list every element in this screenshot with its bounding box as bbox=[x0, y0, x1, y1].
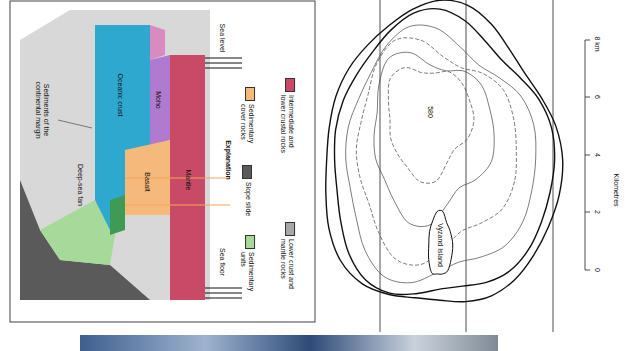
scale-number: 4 bbox=[593, 153, 601, 157]
scale-number: 6 bbox=[593, 95, 601, 99]
legend-title: Explanation bbox=[224, 140, 232, 180]
contour-line bbox=[334, 9, 554, 295]
legend-swatch bbox=[242, 165, 252, 179]
scale-number: 0 bbox=[593, 268, 601, 272]
island-outline bbox=[428, 210, 452, 274]
map-grid bbox=[380, 0, 553, 332]
legend-swatch bbox=[285, 78, 295, 92]
contour-line bbox=[388, 67, 474, 183]
legend-text: Sedimentary units bbox=[239, 252, 255, 305]
legend-text: Intermediate and lower crustal rocks bbox=[279, 95, 295, 158]
depth-label: 580 bbox=[426, 106, 434, 118]
unit-label: Sea floor bbox=[218, 248, 226, 276]
scale-number: 8 km bbox=[593, 36, 601, 51]
legend-item: Lower crust and mantle rocks bbox=[279, 222, 295, 302]
unit-label: Sediments of the continental margin bbox=[34, 75, 50, 145]
legend-text: Lower crust and mantle rocks bbox=[279, 239, 295, 302]
unit-label: Oceanic crust bbox=[116, 74, 124, 117]
place-name: Vyzand Island bbox=[436, 223, 444, 267]
legend-item: Intermediate and lower crustal rocks bbox=[279, 78, 295, 158]
legend-item: Sedimentary cover rocks bbox=[239, 87, 255, 157]
scale-unit: Kilometres bbox=[612, 173, 620, 206]
legend-swatch bbox=[245, 235, 255, 249]
panel-frame bbox=[10, 1, 315, 322]
legend-text: Slope slide bbox=[244, 182, 252, 235]
scale-number: 2 bbox=[593, 210, 601, 214]
legend-item: Sedimentary units bbox=[239, 235, 255, 305]
photo-strip bbox=[80, 335, 498, 351]
scale-bar bbox=[585, 40, 590, 270]
unit-label: Basalt bbox=[143, 172, 151, 191]
unit-label: Sea level bbox=[218, 24, 226, 53]
unit-label: Mantle bbox=[184, 169, 192, 190]
legend-swatch bbox=[245, 87, 255, 101]
cross-section bbox=[20, 10, 242, 300]
contour-line bbox=[326, 0, 563, 302]
legend-swatch bbox=[285, 222, 295, 236]
unit-label: Moho bbox=[154, 91, 162, 109]
legend-text: Sedimentary cover rocks bbox=[239, 104, 255, 157]
bathymetric-contours bbox=[326, 0, 563, 302]
contour-line bbox=[374, 52, 494, 226]
unit-label: Deep-sea fan bbox=[76, 164, 84, 206]
legend-item: Slope slide bbox=[242, 165, 252, 235]
contour-line bbox=[346, 25, 536, 283]
